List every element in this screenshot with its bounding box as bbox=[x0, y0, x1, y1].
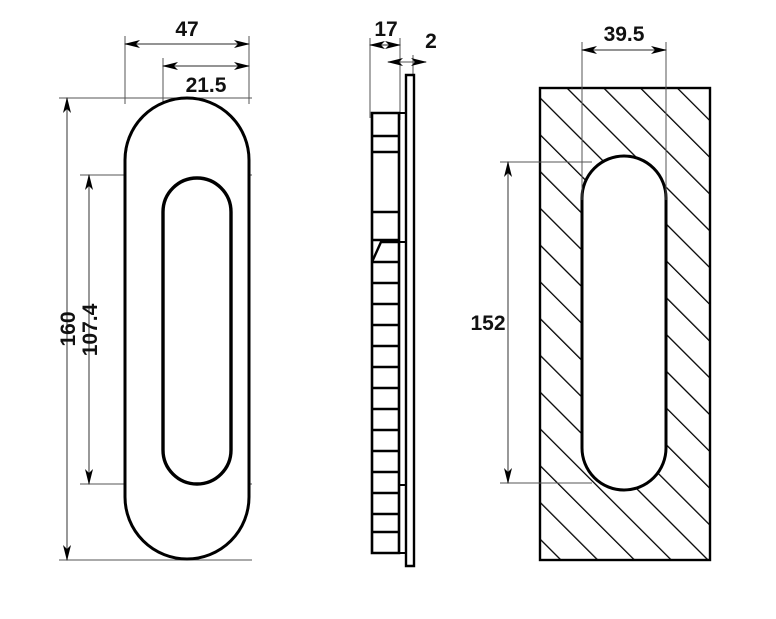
front-inner-recess-outline bbox=[161, 176, 233, 486]
front-view: 47 21.5 160 107.4 bbox=[57, 18, 252, 561]
dimension-152: 152 bbox=[470, 161, 512, 484]
dimension-17: 17 bbox=[369, 18, 401, 49]
side-view-extension-lines bbox=[369, 38, 426, 120]
side-view: 17 2 bbox=[369, 18, 437, 568]
dimension-2: 2 bbox=[387, 30, 437, 66]
dimension-2-label: 2 bbox=[425, 30, 437, 53]
dimension-107-4: 107.4 bbox=[79, 174, 102, 485]
side-body-outline bbox=[370, 111, 401, 555]
dimension-47: 47 bbox=[124, 18, 250, 48]
section-panel-outline bbox=[538, 86, 712, 562]
dimension-107-4-label: 107.4 bbox=[79, 303, 102, 356]
side-body-ribs bbox=[372, 134, 399, 534]
side-flange-outline bbox=[404, 73, 416, 568]
dimension-39-5-label: 39.5 bbox=[604, 23, 645, 46]
dimension-39-5: 39.5 bbox=[581, 23, 667, 54]
section-cutout-outline bbox=[580, 154, 668, 492]
section-view-extension-lines bbox=[500, 42, 667, 484]
dimension-160: 160 bbox=[57, 97, 80, 561]
dimension-160-label: 160 bbox=[57, 311, 80, 346]
dimension-21-5-label: 21.5 bbox=[186, 74, 227, 97]
dimension-17-label: 17 bbox=[374, 18, 397, 41]
dimension-152-label: 152 bbox=[470, 312, 505, 335]
section-view: 39.5 152 bbox=[470, 23, 712, 562]
dimension-21-5: 21.5 bbox=[162, 62, 250, 97]
dimension-47-label: 47 bbox=[175, 18, 198, 41]
side-chamfer-detail bbox=[370, 240, 399, 263]
